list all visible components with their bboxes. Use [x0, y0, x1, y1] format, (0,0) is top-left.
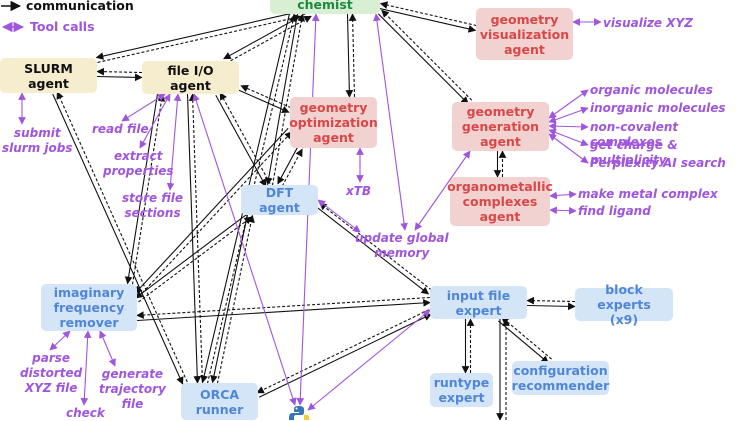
- slurm-fileio-edge: [96, 73, 143, 82]
- chemist-orca-return-edge: [206, 13, 297, 384]
- python-input-tool-edge: [307, 309, 431, 411]
- find-ligand-tool-edge: [549, 206, 577, 215]
- tool-generate-trajectory: generate trajectory file: [99, 367, 166, 411]
- slurm-orca-edge: [52, 93, 184, 385]
- node-geometry-generation-agent[interactable]: geometry generation agent: [452, 102, 549, 151]
- tool-extract-properties: extract properties: [103, 149, 174, 178]
- input-config-return-edge: [501, 316, 552, 360]
- input-block-edge: [526, 302, 576, 311]
- node-input-file-expert[interactable]: input file expert: [430, 286, 527, 319]
- update-memory-chemist-tool-edge: [373, 13, 408, 231]
- check-tool-edge: [80, 330, 92, 406]
- node-geometry-visualization-agent[interactable]: geometry visualization agent: [476, 8, 573, 60]
- charge-tool-edge: [548, 128, 589, 147]
- node-geometry-optimization-agent[interactable]: geometry optimization agent: [289, 97, 378, 148]
- tool-read-file: read file: [92, 122, 149, 136]
- chemist-geogen-edge: [377, 13, 469, 105]
- chemist-geoopt-return-edge: [348, 13, 357, 97]
- node-chemist[interactable]: chemist: [270, 0, 380, 14]
- legend-tool-row: Tool calls: [0, 19, 95, 34]
- fileio-dft-edge: [215, 94, 267, 187]
- update-memory-geogen-tool-edge: [414, 150, 471, 231]
- tool-submit-slurm-jobs: submit slurm jobs: [2, 126, 73, 155]
- tool-xtb: xTB: [346, 184, 372, 198]
- tool-perplexity-search: Perplexity AI search: [590, 156, 726, 170]
- parse-tool-edge: [49, 330, 71, 351]
- node-file-io-agent[interactable]: file I/O agent: [142, 61, 239, 94]
- fileio-geoopt-edge: [238, 89, 290, 114]
- legend-agent-row: communication: [0, 0, 134, 13]
- tool-non-covalent-complexes: non-covalent complexes: [590, 120, 679, 149]
- purple-double-arrow-icon: [1, 21, 25, 32]
- orca-input-edge: [258, 313, 432, 398]
- dft-imag-return-edge: [138, 216, 253, 303]
- chemist-geogen-return-edge: [381, 9, 473, 101]
- imag-input-edge: [137, 299, 431, 322]
- python-fileio-tool-edge: [192, 93, 297, 406]
- tool-update-global-memory: update global memory: [355, 231, 449, 260]
- chemist-geoviz-return-edge: [379, 1, 477, 27]
- node-organometallic-complexes-agent[interactable]: organometallic complexes agent: [447, 177, 553, 226]
- slurm-fileio-return-edge: [96, 67, 143, 76]
- extract-tool-edge: [139, 93, 171, 149]
- tool-find-ligand: find ligand: [578, 204, 651, 218]
- noncovalent-tool-edge: [548, 122, 589, 131]
- python-logo-icon: [289, 406, 309, 420]
- input-block-return-edge: [526, 296, 576, 305]
- tool-charge-multiplicity: get charge & multiplicity: [590, 138, 678, 167]
- chemist-geoopt-edge: [345, 14, 354, 98]
- tool-parse-distorted-xyz: parse distorted XYZ file: [20, 351, 83, 395]
- node-block-experts[interactable]: block experts (x9): [575, 282, 673, 327]
- generate-traj-tool-edge: [99, 330, 116, 367]
- store-tool-edge: [166, 93, 182, 191]
- node-dft-agent[interactable]: DFT agent: [241, 185, 318, 215]
- perplexity-tool-edge: [548, 133, 589, 164]
- dft-input-return-edge: [318, 202, 432, 291]
- legend-tool-label: Tool calls: [30, 19, 95, 34]
- orca-input-return-edge: [256, 309, 430, 394]
- node-runtype-expert[interactable]: runtype expert: [430, 373, 493, 407]
- inorganic-tool-edge: [548, 106, 589, 124]
- make-metal-tool-edge: [549, 190, 577, 200]
- node-imaginary-frequency-remover[interactable]: imaginary frequency remover: [41, 284, 137, 331]
- black-arrow-icon: [1, 0, 22, 11]
- legend-agent-label: communication: [26, 0, 134, 13]
- dft-orca-edge: [210, 214, 249, 384]
- tool-organic-molecules: organic molecules: [590, 83, 713, 97]
- imag-input-return-edge: [136, 296, 430, 319]
- chemist-slurm-return-edge: [97, 14, 302, 63]
- slurm-orca-return-edge: [56, 91, 188, 383]
- node-slurm-agent[interactable]: SLURM agent: [0, 58, 97, 93]
- tool-visualize-xyz: visualize XYZ: [603, 16, 693, 30]
- fileio-orca-edge: [186, 94, 202, 384]
- chemist-geoviz-edge: [379, 7, 477, 33]
- tool-make-metal-complex: make metal complex: [578, 187, 718, 201]
- node-configuration-recommender[interactable]: configuration recommender: [511, 361, 610, 395]
- update-memory-dft-tool-edge: [317, 199, 361, 233]
- geoopt-dft-return-edge: [281, 148, 303, 187]
- read-file-tool-edge: [121, 93, 166, 122]
- dft-orca-return-edge: [216, 214, 255, 384]
- tool-inorganic-molecules: inorganic molecules: [590, 101, 726, 115]
- fileio-orca-return-edge: [188, 93, 204, 383]
- node-orca-runner[interactable]: ORCA runner: [181, 383, 258, 420]
- geoopt-dft-edge: [277, 146, 299, 185]
- chemist-slurm-edge: [95, 11, 300, 60]
- organic-tool-edge: [548, 89, 589, 119]
- tool-store-file-sections: store file sections: [122, 191, 184, 220]
- tool-check: check: [66, 406, 105, 420]
- fileio-dft-return-edge: [219, 92, 271, 185]
- input-config-edge: [498, 320, 549, 364]
